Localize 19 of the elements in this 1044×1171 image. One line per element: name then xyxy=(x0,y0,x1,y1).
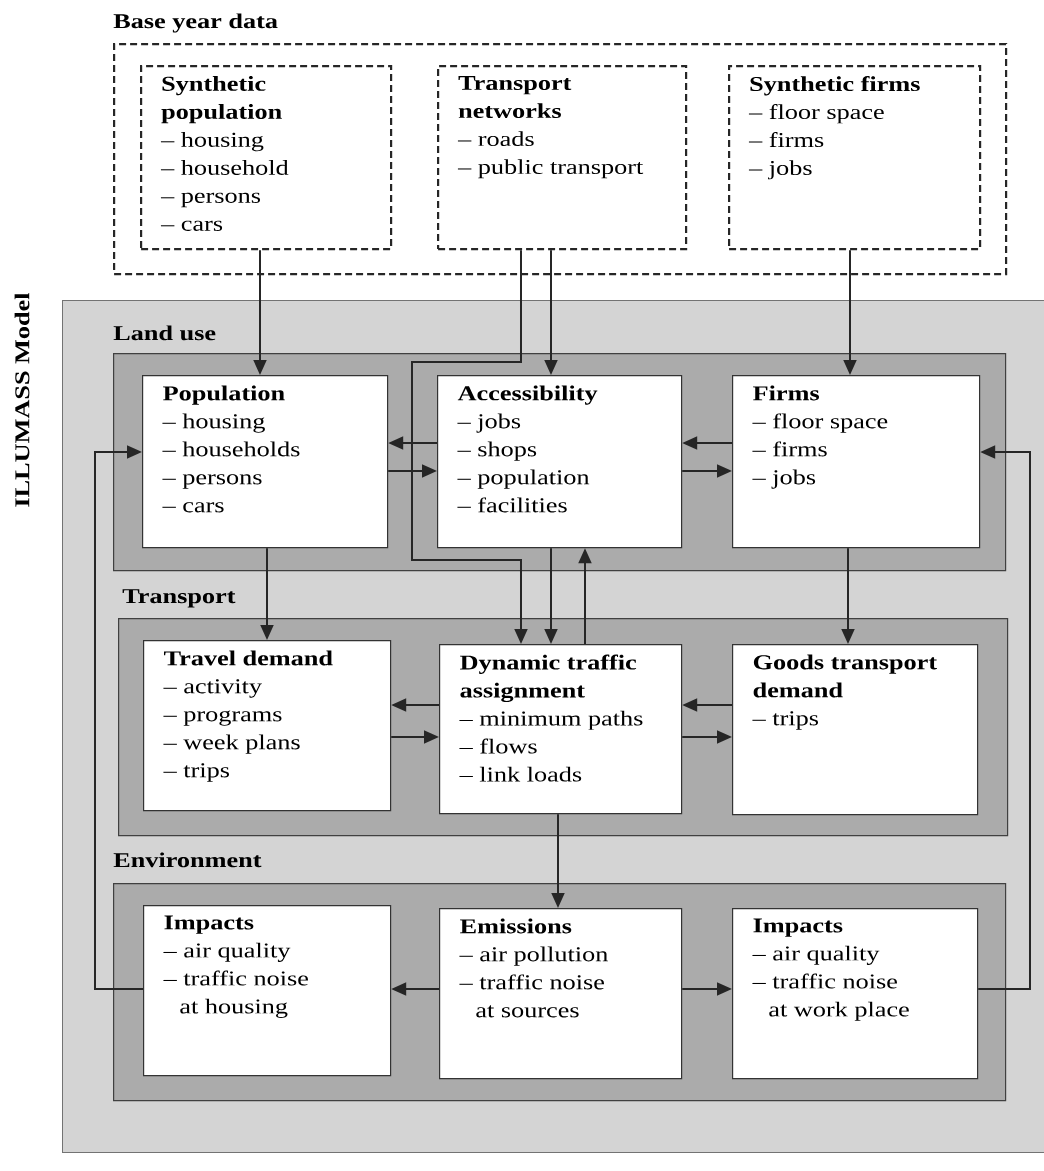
node-label: ILLUMASS Model xyxy=(14,292,30,507)
process-box: Accessibility – jobs – shops – population – facilities xyxy=(437,375,683,549)
process-box: Goods transport demand – trips xyxy=(732,644,979,816)
process-box: Transport networks – roads – public transport xyxy=(437,65,688,251)
process-box: Travel demand – activity – programs – week plans – trips xyxy=(143,640,392,812)
node-label: Transport xyxy=(122,589,236,608)
node-label: Environment xyxy=(113,852,262,868)
process-box: Dynamic traffic assignment – minimum paths – flows – link loads xyxy=(439,644,683,815)
node-label: Land use xyxy=(113,325,216,341)
process-box: Synthetic population – housing – household – persons – cars xyxy=(140,65,393,251)
process-box: Synthetic firms – floor space – firms – jobs xyxy=(728,65,982,251)
process-box: Impacts – air quality – traffic noise at work place xyxy=(732,908,979,1080)
arrow xyxy=(977,445,1031,990)
process-box: Firms – floor space – firms – jobs xyxy=(732,375,981,549)
process-box: Emissions – air pollution – traffic noise at sources xyxy=(439,908,683,1080)
node-label: Base year data xyxy=(113,13,278,33)
process-box: Impacts – air quality – traffic noise at housing xyxy=(143,905,392,1077)
arrow xyxy=(94,445,144,990)
process-box: Population – housing – households – persons – cars xyxy=(142,375,389,549)
